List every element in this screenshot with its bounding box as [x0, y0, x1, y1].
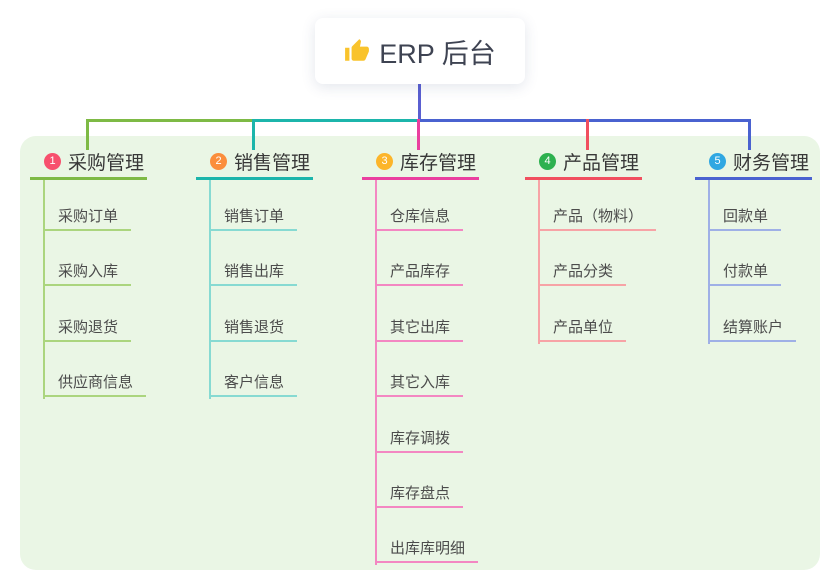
branch-header-sales[interactable]: 2 销售管理: [196, 150, 313, 180]
connector-drop: [586, 119, 589, 150]
item-label: 结算账户: [723, 318, 784, 336]
thumbs-up-icon: [344, 38, 370, 64]
item-label: 采购入库: [58, 263, 119, 281]
mindmap-item[interactable]: 采购订单: [43, 205, 132, 231]
branch-header-finance[interactable]: 5 财务管理: [695, 150, 812, 180]
mindmap-item[interactable]: 产品（物料）: [538, 205, 657, 231]
item-label: 产品库存: [390, 263, 451, 281]
mindmap-item[interactable]: 产品单位: [538, 316, 627, 342]
branch-child-connector: [375, 180, 377, 566]
item-label: 供应商信息: [58, 374, 134, 392]
branch-sales: 2 销售管理 销售订单销售出库销售退货客户信息: [196, 150, 313, 400]
mindmap-item[interactable]: 付款单: [708, 260, 782, 287]
item-label: 客户信息: [224, 374, 285, 392]
branch-purchase: 1 采购管理 采购订单采购入库采购退货供应商信息: [30, 150, 147, 400]
item-label: 产品单位: [553, 318, 614, 336]
mindmap-item[interactable]: 采购入库: [43, 260, 132, 287]
mindmap-item[interactable]: 其它出库: [375, 316, 464, 342]
item-label: 其它入库: [390, 374, 451, 392]
item-label: 产品分类: [553, 263, 614, 281]
item-label: 销售出库: [224, 263, 285, 281]
mindmap-item[interactable]: 出库库明细: [375, 537, 479, 564]
mindmap-item[interactable]: 产品分类: [538, 260, 627, 287]
item-label: 回款单: [723, 208, 769, 225]
branch-child-connector: [43, 180, 45, 400]
item-label: 采购退货: [58, 318, 119, 336]
mindmap-item[interactable]: 销售出库: [209, 260, 298, 287]
mindmap-item[interactable]: 回款单: [708, 205, 782, 231]
connector-bus-segment: [86, 119, 253, 122]
mindmap-item[interactable]: 产品库存: [375, 260, 464, 287]
branch-product: 4 产品管理 产品（物料） 产品分类产品单位: [525, 150, 657, 344]
branch-header-product[interactable]: 4 产品管理: [525, 150, 642, 180]
item-label: 销售订单: [224, 208, 285, 225]
branch-badge: 4: [539, 153, 556, 170]
item-label: 采购订单: [58, 208, 119, 225]
branch-badge: 2: [210, 153, 227, 170]
mindmap-item[interactable]: 库存调拨: [375, 427, 464, 453]
mindmap-item[interactable]: 销售退货: [209, 316, 298, 342]
branch-title: 销售管理: [234, 153, 311, 174]
item-label: 仓库信息: [390, 208, 451, 225]
branches-panel: [20, 136, 820, 570]
branch-title: 财务管理: [733, 153, 810, 174]
branch-inventory: 3 库存管理 仓库信息产品库存其它出库其它入库库存调拨库存盘点出库库明细: [362, 150, 479, 566]
item-label: 出库库明细: [390, 540, 466, 558]
branch-badge: 5: [709, 153, 726, 170]
mindmap-item[interactable]: 客户信息: [209, 371, 298, 398]
mindmap-item[interactable]: 采购退货: [43, 316, 132, 342]
branch-header-purchase[interactable]: 1 采购管理: [30, 150, 147, 180]
mindmap-item[interactable]: 结算账户: [708, 316, 797, 342]
connector-drop: [417, 119, 420, 150]
branch-child-connector: [538, 180, 540, 344]
root-node[interactable]: ERP 后台: [315, 18, 525, 84]
connector-bus-segment: [253, 119, 418, 122]
connector-bus-segment: [418, 119, 751, 122]
item-label: 销售退货: [224, 318, 285, 336]
branch-title: 产品管理: [563, 153, 640, 174]
mindmap-item[interactable]: 销售订单: [209, 205, 298, 231]
connector-drop: [86, 119, 89, 150]
item-label: 库存盘点: [390, 485, 451, 502]
branch-badge: 3: [376, 153, 393, 170]
mindmap-item[interactable]: 其它入库: [375, 371, 464, 398]
branch-badge: 1: [44, 153, 61, 170]
branch-finance: 5 财务管理 回款单付款单结算账户: [695, 150, 812, 344]
mindmap-item[interactable]: 库存盘点: [375, 482, 464, 508]
branch-title: 库存管理: [400, 153, 477, 174]
branch-child-connector: [209, 180, 211, 400]
root-label: ERP 后台: [379, 38, 496, 69]
item-label: 付款单: [723, 263, 769, 281]
item-label: 库存调拨: [390, 429, 451, 447]
connector-drop: [252, 119, 255, 150]
branch-header-inventory[interactable]: 3 库存管理: [362, 150, 479, 180]
branch-child-connector: [708, 180, 710, 344]
mindmap-item[interactable]: 供应商信息: [43, 371, 147, 398]
item-label: 产品（物料）: [553, 208, 644, 225]
connector-drop: [748, 119, 751, 150]
branch-title: 采购管理: [68, 153, 145, 174]
mindmap-item[interactable]: 仓库信息: [375, 205, 464, 231]
item-label: 其它出库: [390, 318, 451, 336]
root-stem-connector: [418, 84, 421, 122]
